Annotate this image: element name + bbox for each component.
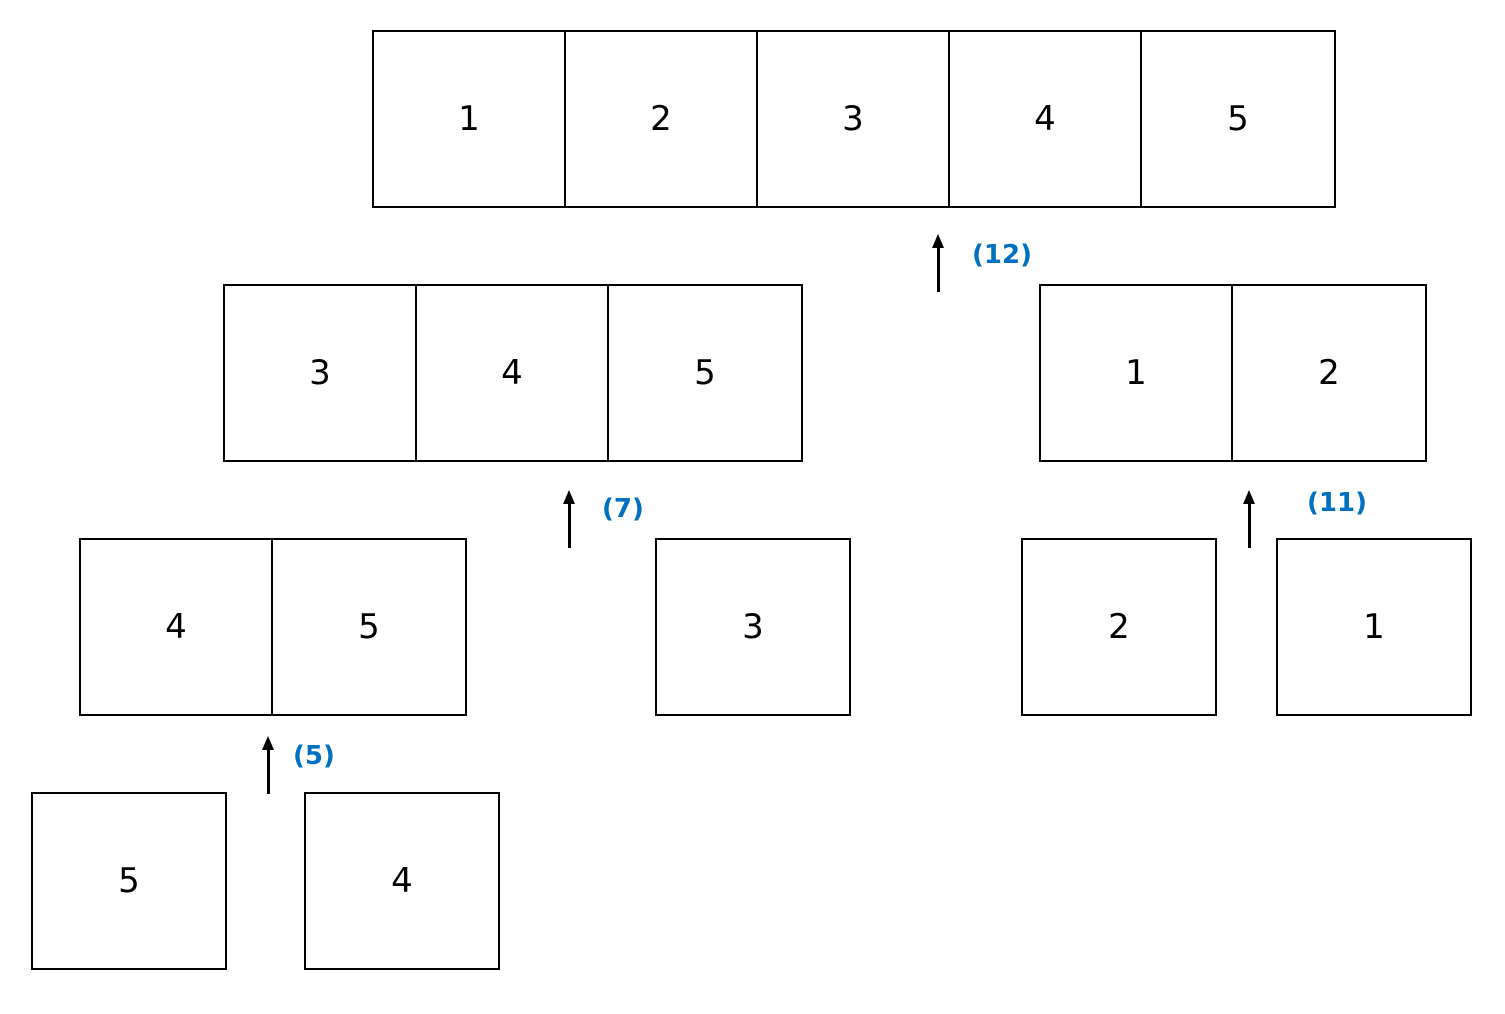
single-array-1: 1 [1276,538,1472,716]
array-cell: 4 [417,286,609,460]
single-array-5: 5 [31,792,227,970]
array-cell: 4 [391,861,413,901]
up-arrow-icon [932,234,944,292]
merged-array-mid-right: 1 2 [1039,284,1427,462]
single-array-2: 2 [1021,538,1217,716]
array-cell: 3 [742,607,764,647]
up-arrow-icon [563,490,575,548]
up-arrow-icon [1243,490,1255,548]
array-cell: 1 [1363,607,1385,647]
array-cell: 5 [694,353,716,393]
step-label: (5) [293,741,335,771]
array-cell: 5 [1227,99,1249,139]
array-cell: 5 [118,861,140,901]
step-label: (12) [972,240,1032,270]
up-arrow-icon [262,736,274,794]
array-cell: 3 [225,286,417,460]
array-cell: 2 [1108,607,1130,647]
array-cell: 1 [1041,286,1233,460]
merged-array-mid-left: 3 4 5 [223,284,803,462]
array-cell: 2 [1318,353,1340,393]
array-cell: 5 [358,607,380,647]
single-array-4: 4 [304,792,500,970]
merged-array-top: 1 2 3 4 5 [372,30,1336,208]
array-cell: 4 [950,32,1142,206]
array-cell: 4 [81,540,273,714]
step-label: (7) [602,494,644,524]
single-array-3: 3 [655,538,851,716]
array-cell: 1 [374,32,566,206]
step-label: (11) [1307,488,1367,518]
merged-array-low-left: 4 5 [79,538,467,716]
array-cell: 2 [566,32,758,206]
array-cell: 3 [758,32,950,206]
